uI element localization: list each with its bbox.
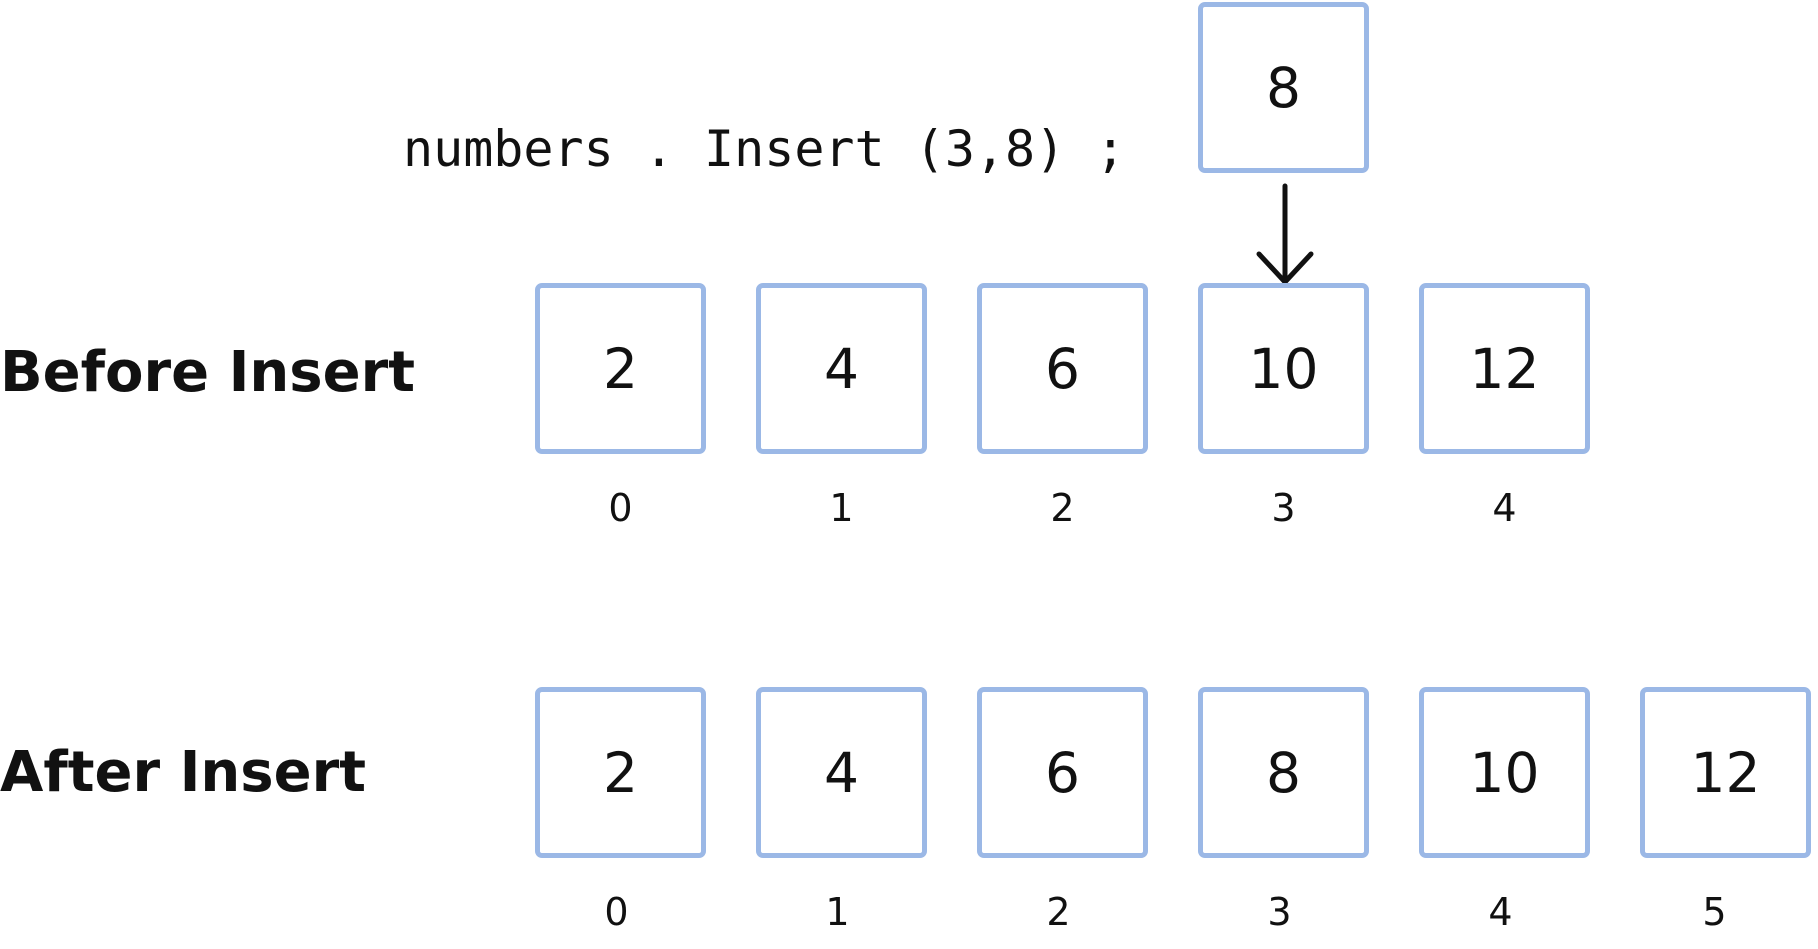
before-element-0: 2 bbox=[535, 283, 706, 454]
before-index-2: 2 bbox=[1050, 486, 1075, 530]
before-index-0: 0 bbox=[608, 486, 633, 530]
after-index-2: 2 bbox=[1046, 890, 1071, 934]
after-element-0: 2 bbox=[535, 687, 706, 858]
after-insert-label: After Insert bbox=[0, 740, 366, 805]
after-index-1: 1 bbox=[825, 890, 850, 934]
before-element-3: 10 bbox=[1198, 283, 1369, 454]
before-index-1: 1 bbox=[829, 486, 854, 530]
after-index-5: 5 bbox=[1702, 890, 1727, 934]
before-insert-label: Before Insert bbox=[0, 340, 415, 405]
after-element-1: 4 bbox=[756, 687, 927, 858]
after-element-5: 12 bbox=[1640, 687, 1811, 858]
before-index-4: 4 bbox=[1492, 486, 1517, 530]
after-index-0: 0 bbox=[604, 890, 629, 934]
before-element-4: 12 bbox=[1419, 283, 1590, 454]
before-element-2: 6 bbox=[977, 283, 1148, 454]
arrow-down-icon bbox=[1256, 183, 1314, 285]
after-element-3: 8 bbox=[1198, 687, 1369, 858]
after-index-3: 3 bbox=[1267, 890, 1292, 934]
before-index-3: 3 bbox=[1271, 486, 1296, 530]
after-element-4: 10 bbox=[1419, 687, 1590, 858]
after-index-4: 4 bbox=[1488, 890, 1513, 934]
code-statement: numbers . Insert (3,8) ; bbox=[403, 120, 1126, 178]
inserted-value-box: 8 bbox=[1198, 2, 1369, 173]
before-element-1: 4 bbox=[756, 283, 927, 454]
after-element-2: 6 bbox=[977, 687, 1148, 858]
